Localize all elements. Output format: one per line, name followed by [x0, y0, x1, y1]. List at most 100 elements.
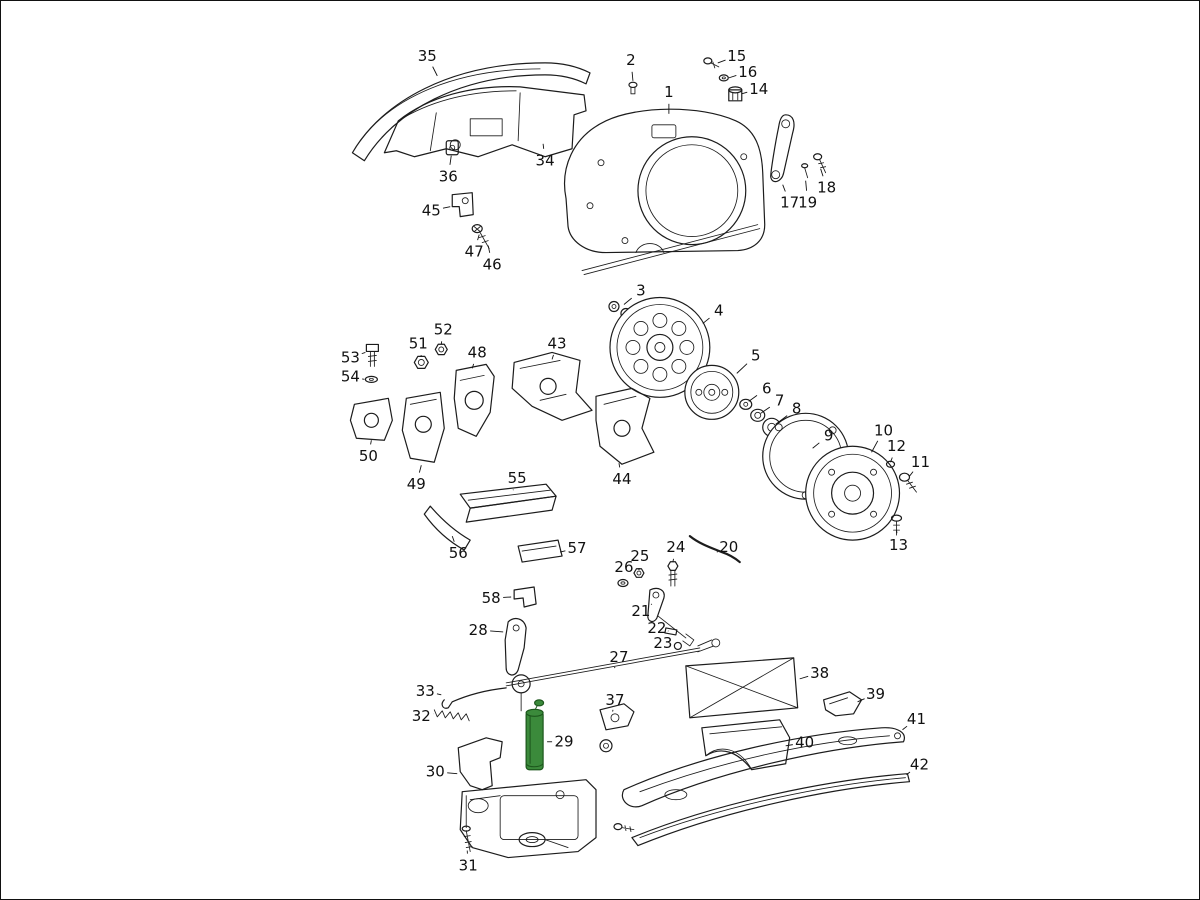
wire-rod-33 [441, 687, 507, 709]
part-label-13: 13 [889, 536, 908, 554]
leader-line-48 [471, 363, 475, 369]
part-label-2: 2 [626, 51, 636, 69]
part-label-38: 38 [810, 664, 829, 682]
part-label-5: 5 [751, 346, 761, 364]
bracket-45 [451, 192, 474, 218]
part-label-22: 22 [647, 619, 666, 637]
bracket-58 [513, 586, 537, 608]
pulley-5 [684, 364, 740, 420]
leader-line-39 [857, 698, 865, 703]
leader-line-30 [447, 772, 458, 775]
leader-line-42 [906, 771, 911, 776]
leader-line-40 [785, 744, 793, 747]
leader-line-6 [748, 395, 758, 402]
part-label-7: 7 [775, 391, 785, 409]
bracket-50 [349, 397, 393, 441]
cross-panel-38 [685, 657, 799, 719]
screw-31 [461, 825, 473, 853]
part-label-28: 28 [469, 621, 488, 639]
sheet-57 [517, 539, 563, 563]
part-label-36: 36 [439, 168, 458, 186]
part-label-27: 27 [609, 648, 628, 666]
leader-line-28 [490, 630, 504, 633]
leader-line-33 [436, 693, 442, 696]
part-label-52: 52 [434, 320, 453, 338]
leader-line-21 [650, 603, 653, 605]
leader-line-46 [487, 245, 491, 253]
part-label-53: 53 [341, 348, 360, 366]
spring-32 [433, 709, 470, 722]
bolt-13 [890, 514, 903, 536]
fan-shroud-1 [563, 108, 766, 275]
leader-line-34 [542, 143, 545, 149]
part-label-56: 56 [449, 544, 468, 562]
air-duct-arc-35 [351, 62, 591, 162]
part-label-1: 1 [664, 83, 674, 101]
bracket-39 [823, 691, 863, 717]
strip-56 [423, 505, 471, 551]
leader-line-14 [741, 91, 748, 95]
part-label-18: 18 [817, 179, 836, 197]
part-label-8: 8 [792, 399, 802, 417]
control-rod-27 [505, 638, 721, 712]
washer-26 [617, 578, 629, 588]
leader-line-56 [451, 535, 455, 542]
fan-housing-cover-34 [383, 86, 587, 158]
leader-line-35 [432, 66, 438, 77]
part-label-6: 6 [762, 379, 772, 397]
part-label-58: 58 [482, 589, 501, 607]
leader-line-41 [902, 725, 908, 731]
part-label-17: 17 [780, 194, 799, 212]
leader-line-19 [805, 180, 808, 191]
part-label-31: 31 [459, 857, 478, 875]
leader-line-50 [370, 440, 372, 445]
part-label-20: 20 [719, 538, 738, 556]
leader-line-44 [618, 463, 621, 468]
bracket-49 [401, 391, 445, 463]
leader-line-15 [717, 59, 726, 64]
part-label-34: 34 [536, 152, 555, 170]
part-label-9: 9 [824, 426, 834, 444]
molding-strip-42 [631, 773, 911, 847]
part-label-23: 23 [653, 634, 672, 652]
leader-line-12 [890, 457, 893, 463]
part-label-19: 19 [798, 194, 817, 212]
strap-17 [770, 114, 795, 183]
part-label-21: 21 [631, 602, 650, 620]
part-label-48: 48 [468, 343, 487, 361]
screw-18 [813, 153, 827, 174]
part-label-45: 45 [422, 202, 441, 220]
leader-line-47 [477, 234, 480, 241]
bolt-11 [898, 472, 917, 493]
stud-19 [801, 163, 809, 179]
wheelhouse-cover-40 [701, 719, 791, 771]
part-label-51: 51 [409, 334, 428, 352]
bracket-48 [453, 363, 495, 437]
molding-41 [621, 727, 905, 808]
washer-16 [718, 74, 729, 82]
part-label-25: 25 [630, 547, 649, 565]
leader-line-45 [442, 206, 451, 209]
bolt-2 [628, 81, 638, 95]
leader-line-16 [728, 75, 737, 79]
part-label-15: 15 [727, 47, 746, 65]
part-label-26: 26 [614, 558, 633, 576]
part-label-35: 35 [418, 47, 437, 65]
screw-46-47 [471, 224, 490, 250]
bolt-15 [703, 57, 720, 69]
part-label-39: 39 [866, 685, 885, 703]
cover-44 [595, 387, 655, 465]
tensioner-cylinder-29 [525, 699, 545, 771]
washer-54 [364, 375, 378, 383]
part-label-32: 32 [412, 707, 431, 725]
part-label-47: 47 [465, 243, 484, 261]
heater-box-30 [457, 737, 597, 859]
cap-nut-14 [728, 86, 743, 102]
part-label-3: 3 [636, 282, 646, 300]
screw-molding [613, 823, 635, 833]
leader-line-11 [909, 471, 914, 477]
part-label-16: 16 [738, 63, 757, 81]
bolt-51 [413, 355, 429, 369]
part-label-14: 14 [749, 80, 768, 98]
